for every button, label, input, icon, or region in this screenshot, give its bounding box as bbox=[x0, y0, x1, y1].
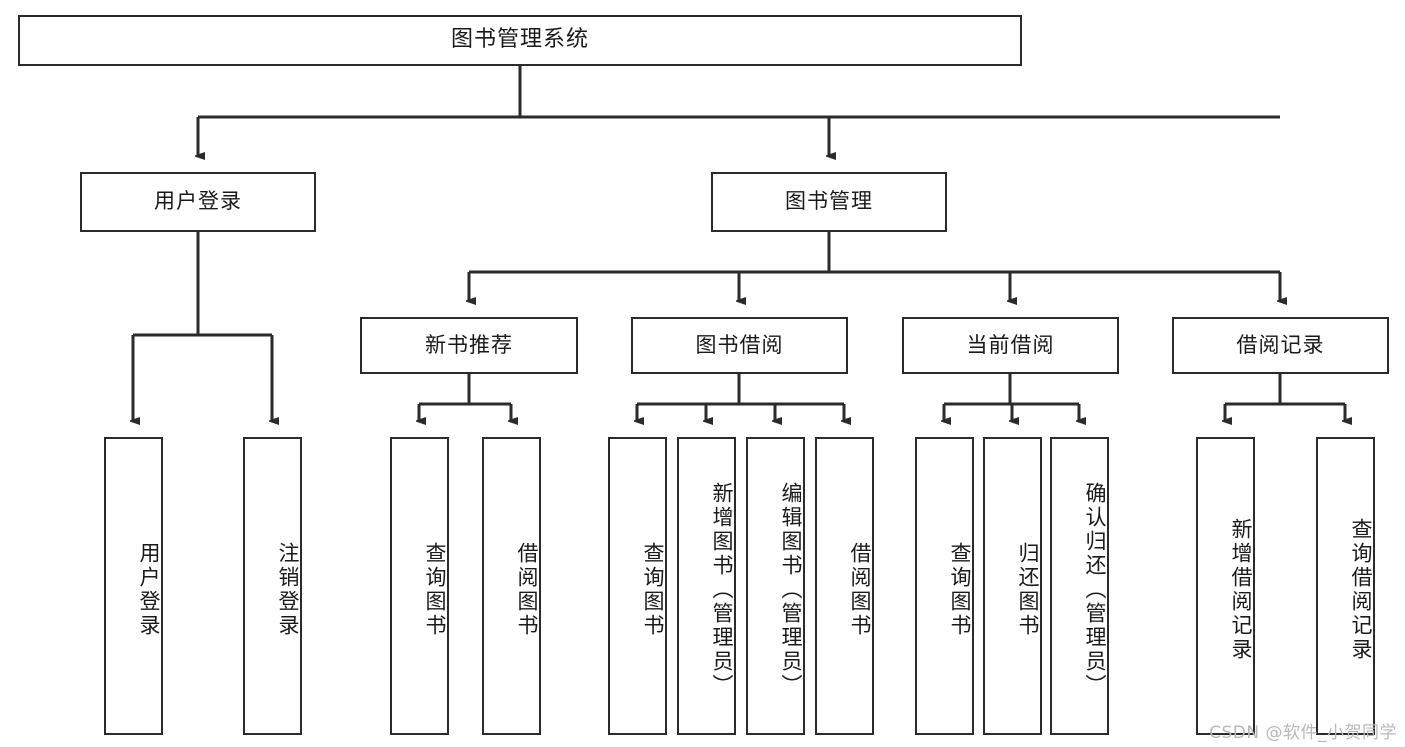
node-label: 当前借阅 bbox=[966, 332, 1055, 357]
node-root-system[interactable]: 图书管理系统 bbox=[18, 15, 1022, 66]
leaf-current-borrow-query[interactable]: 查询图书 bbox=[915, 437, 974, 735]
node-label: 图书管理 bbox=[785, 189, 873, 214]
node-label: 借阅记录 bbox=[1236, 332, 1325, 357]
leaf-new-book-query[interactable]: 查询图书 bbox=[390, 437, 449, 735]
leaf-borrow-record-add[interactable]: 新增借阅记录 bbox=[1196, 437, 1255, 735]
node-user-login[interactable]: 用户登录 bbox=[80, 172, 316, 232]
leaf-borrow-record-query[interactable]: 查询借阅记录 bbox=[1316, 437, 1375, 735]
node-label: 查询图书 bbox=[641, 542, 665, 638]
node-label: 编辑图书（管理员） bbox=[779, 482, 803, 698]
node-book-management[interactable]: 图书管理 bbox=[711, 172, 947, 232]
node-label: 用户登录 bbox=[137, 542, 161, 638]
node-label: 新增图书（管理员） bbox=[710, 482, 734, 698]
leaf-current-borrow-confirm-return[interactable]: 确认归还（管理员） bbox=[1050, 437, 1109, 735]
leaf-book-borrow-add[interactable]: 新增图书（管理员） bbox=[677, 437, 736, 735]
node-label: 查询图书 bbox=[423, 542, 447, 638]
leaf-book-borrow-query[interactable]: 查询图书 bbox=[608, 437, 667, 735]
node-label: 查询图书 bbox=[948, 542, 972, 638]
node-label: 借阅图书 bbox=[515, 542, 539, 638]
node-label: 归还图书 bbox=[1016, 542, 1040, 638]
node-label: 新增借阅记录 bbox=[1229, 518, 1253, 662]
node-label: 借阅图书 bbox=[848, 542, 872, 638]
node-label: 查询借阅记录 bbox=[1349, 518, 1373, 662]
node-label: 图书借阅 bbox=[695, 332, 784, 357]
leaf-user-login-signout[interactable]: 注销登录 bbox=[243, 437, 302, 735]
leaf-book-borrow-borrow[interactable]: 借阅图书 bbox=[815, 437, 874, 735]
node-label: 确认归还（管理员） bbox=[1083, 482, 1107, 698]
node-new-book-recommend[interactable]: 新书推荐 bbox=[360, 317, 578, 374]
node-book-borrow[interactable]: 图书借阅 bbox=[631, 317, 848, 374]
node-current-borrow[interactable]: 当前借阅 bbox=[902, 317, 1119, 374]
node-borrow-record[interactable]: 借阅记录 bbox=[1172, 317, 1389, 374]
leaf-current-borrow-return[interactable]: 归还图书 bbox=[983, 437, 1042, 735]
csdn-watermark: CSDN @软件_小贺同学 bbox=[1209, 723, 1397, 743]
node-label: 用户登录 bbox=[154, 189, 242, 214]
leaf-book-borrow-edit[interactable]: 编辑图书（管理员） bbox=[746, 437, 805, 735]
leaf-user-login-signin[interactable]: 用户登录 bbox=[104, 437, 163, 735]
node-label: 新书推荐 bbox=[425, 332, 513, 357]
node-label: 注销登录 bbox=[276, 542, 300, 638]
leaf-new-book-borrow[interactable]: 借阅图书 bbox=[482, 437, 541, 735]
node-label: 图书管理系统 bbox=[450, 27, 589, 53]
